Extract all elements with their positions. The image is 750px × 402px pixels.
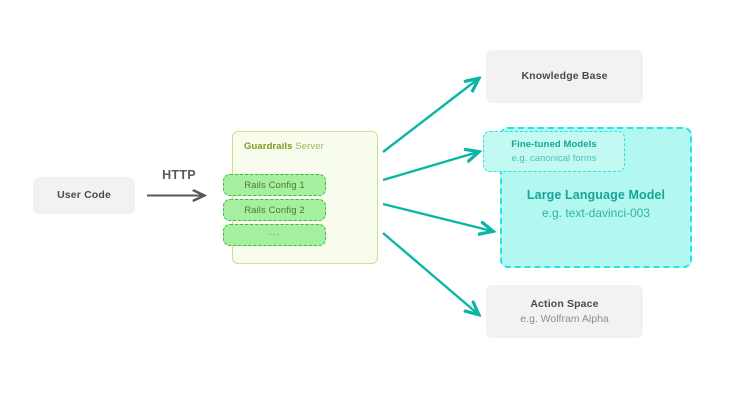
rails-config-item-ellipsis[interactable]: ... <box>223 224 326 246</box>
llm-subtitle: e.g. text-davinci-003 <box>541 205 651 220</box>
guardrails-title-strong: Guardrails <box>244 141 293 152</box>
connector-to-fine-tuned-models <box>382 152 478 182</box>
rails-config-item[interactable]: Rails Config 2 <box>223 199 326 221</box>
connector-to-knowledge-base <box>382 79 478 153</box>
node-fine-tuned-models[interactable]: Fine-tuned Models e.g. canonical forms <box>483 131 625 172</box>
connector-to-action-space <box>382 232 478 314</box>
llm-text-group: Large Language Model e.g. text-davinci-0… <box>502 187 690 221</box>
node-knowledge-base[interactable]: Knowledge Base <box>486 50 643 103</box>
llm-title: Large Language Model <box>526 188 666 202</box>
fine-tuned-models-title: Fine-tuned Models <box>511 139 597 151</box>
fine-tuned-models-subtitle: e.g. canonical forms <box>511 152 597 164</box>
guardrails-title-light: Server <box>292 141 324 152</box>
rails-config-label: ... <box>268 226 281 238</box>
node-action-space[interactable]: Action Space e.g. Wolfram Alpha <box>486 285 643 338</box>
guardrails-server-title: Guardrails Server <box>244 141 324 152</box>
node-guardrails-server[interactable]: Guardrails Server Rails Config 1 Rails C… <box>223 131 378 264</box>
connector-to-large-language-model <box>382 202 492 231</box>
action-space-title: Action Space <box>530 298 599 311</box>
user-code-label: User Code <box>57 189 111 202</box>
http-edge-label: HTTP <box>162 168 196 182</box>
rails-config-label: Rails Config 2 <box>244 204 305 216</box>
rails-config-label: Rails Config 1 <box>244 179 305 191</box>
action-space-subtitle: e.g. Wolfram Alpha <box>520 312 609 325</box>
node-user-code[interactable]: User Code <box>33 177 135 214</box>
rails-config-item[interactable]: Rails Config 1 <box>223 174 326 196</box>
knowledge-base-title: Knowledge Base <box>521 70 608 83</box>
